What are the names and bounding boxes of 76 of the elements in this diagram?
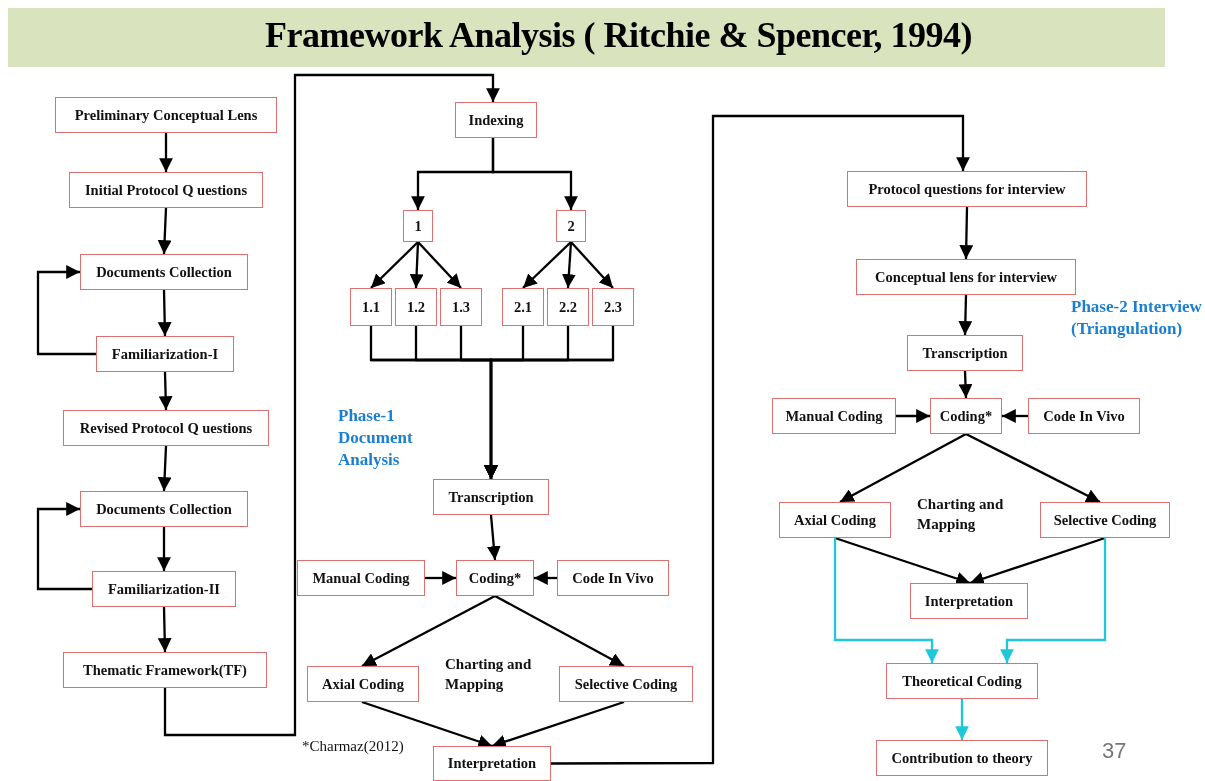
arrow bbox=[570, 241, 614, 289]
process-box: Documents Collection bbox=[80, 254, 248, 290]
arrow bbox=[158, 371, 173, 411]
process-box: Conceptual lens for interview bbox=[856, 259, 1076, 295]
arrow bbox=[562, 241, 576, 289]
process-box: 1.3 bbox=[440, 288, 482, 326]
citation: *Charmaz(2012) bbox=[302, 737, 405, 756]
process-box: Transcription bbox=[433, 479, 549, 515]
process-box: Manual Coding bbox=[297, 560, 425, 596]
arrow bbox=[959, 206, 974, 260]
arrow bbox=[955, 699, 969, 740]
process-box: Revised Protocol Q uestions bbox=[63, 410, 269, 446]
arrow bbox=[159, 133, 173, 172]
process-box: 2.2 bbox=[547, 288, 589, 326]
process-box: Thematic Framework(TF) bbox=[63, 652, 267, 688]
process-box: Coding* bbox=[456, 560, 534, 596]
arrow bbox=[958, 370, 973, 399]
arrow bbox=[534, 571, 557, 585]
arrow bbox=[157, 527, 171, 571]
arrow bbox=[157, 445, 172, 492]
arrow bbox=[36, 502, 92, 591]
process-box: Interpretation bbox=[910, 583, 1028, 619]
arrow bbox=[958, 294, 973, 336]
arrow bbox=[491, 138, 578, 210]
process-box: Code In Vivo bbox=[557, 560, 669, 596]
arrow bbox=[417, 241, 462, 289]
process-box: Coding* bbox=[930, 398, 1002, 434]
arrow bbox=[157, 207, 172, 255]
arrow bbox=[163, 73, 500, 737]
arrow bbox=[157, 289, 172, 337]
page-number: 37 bbox=[1102, 738, 1128, 764]
arrow bbox=[409, 241, 424, 289]
process-box: 2.1 bbox=[502, 288, 544, 326]
arrow bbox=[486, 514, 501, 561]
process-box: Axial Coding bbox=[307, 666, 419, 702]
phase-label: Phase-1 Document Analysis bbox=[338, 405, 414, 472]
process-box: Initial Protocol Q uestions bbox=[69, 172, 263, 208]
title: Framework Analysis ( Ritchie & Spencer, 1994) bbox=[265, 14, 973, 56]
process-box: Protocol questions for interview bbox=[847, 171, 1087, 207]
arrow bbox=[551, 114, 970, 765]
process-box: Selective Coding bbox=[1040, 502, 1170, 538]
arrow bbox=[1002, 409, 1028, 423]
arrow bbox=[833, 538, 939, 663]
arrow bbox=[370, 241, 419, 289]
process-box: Interpretation bbox=[433, 746, 551, 781]
phase-label: Phase-2 Interview (Triangulation) bbox=[1071, 296, 1203, 341]
process-box: 2.3 bbox=[592, 288, 634, 326]
process-box: Preliminary Conceptual Lens bbox=[55, 97, 277, 133]
arrow bbox=[965, 432, 1101, 504]
arrow bbox=[896, 409, 930, 423]
process-box: Contribution to theory bbox=[876, 740, 1048, 776]
arrow bbox=[425, 571, 456, 585]
arrow bbox=[1000, 538, 1107, 663]
process-box: 1.1 bbox=[350, 288, 392, 326]
process-box: Familiarization-II bbox=[92, 571, 236, 607]
arrow bbox=[484, 326, 615, 479]
process-box: Axial Coding bbox=[779, 502, 891, 538]
process-box: 1 bbox=[403, 210, 433, 242]
arrow bbox=[36, 265, 96, 356]
arrow bbox=[157, 606, 172, 653]
process-box: Manual Coding bbox=[772, 398, 896, 434]
note: Charting and Mapping bbox=[445, 655, 533, 694]
note: Charting and Mapping bbox=[917, 495, 1005, 534]
process-box: Transcription bbox=[907, 335, 1023, 371]
arrow bbox=[494, 595, 625, 667]
arrow bbox=[361, 595, 496, 667]
process-box: Code In Vivo bbox=[1028, 398, 1140, 434]
arrow bbox=[522, 241, 572, 289]
process-box: Indexing bbox=[455, 102, 537, 138]
process-box: Theoretical Coding bbox=[886, 663, 1038, 699]
arrow bbox=[839, 433, 967, 503]
process-box: Documents Collection bbox=[80, 491, 248, 527]
process-box: Selective Coding bbox=[559, 666, 693, 702]
process-box: Familiarization-I bbox=[96, 336, 234, 372]
process-box: 2 bbox=[556, 210, 586, 242]
process-box: 1.2 bbox=[395, 288, 437, 326]
